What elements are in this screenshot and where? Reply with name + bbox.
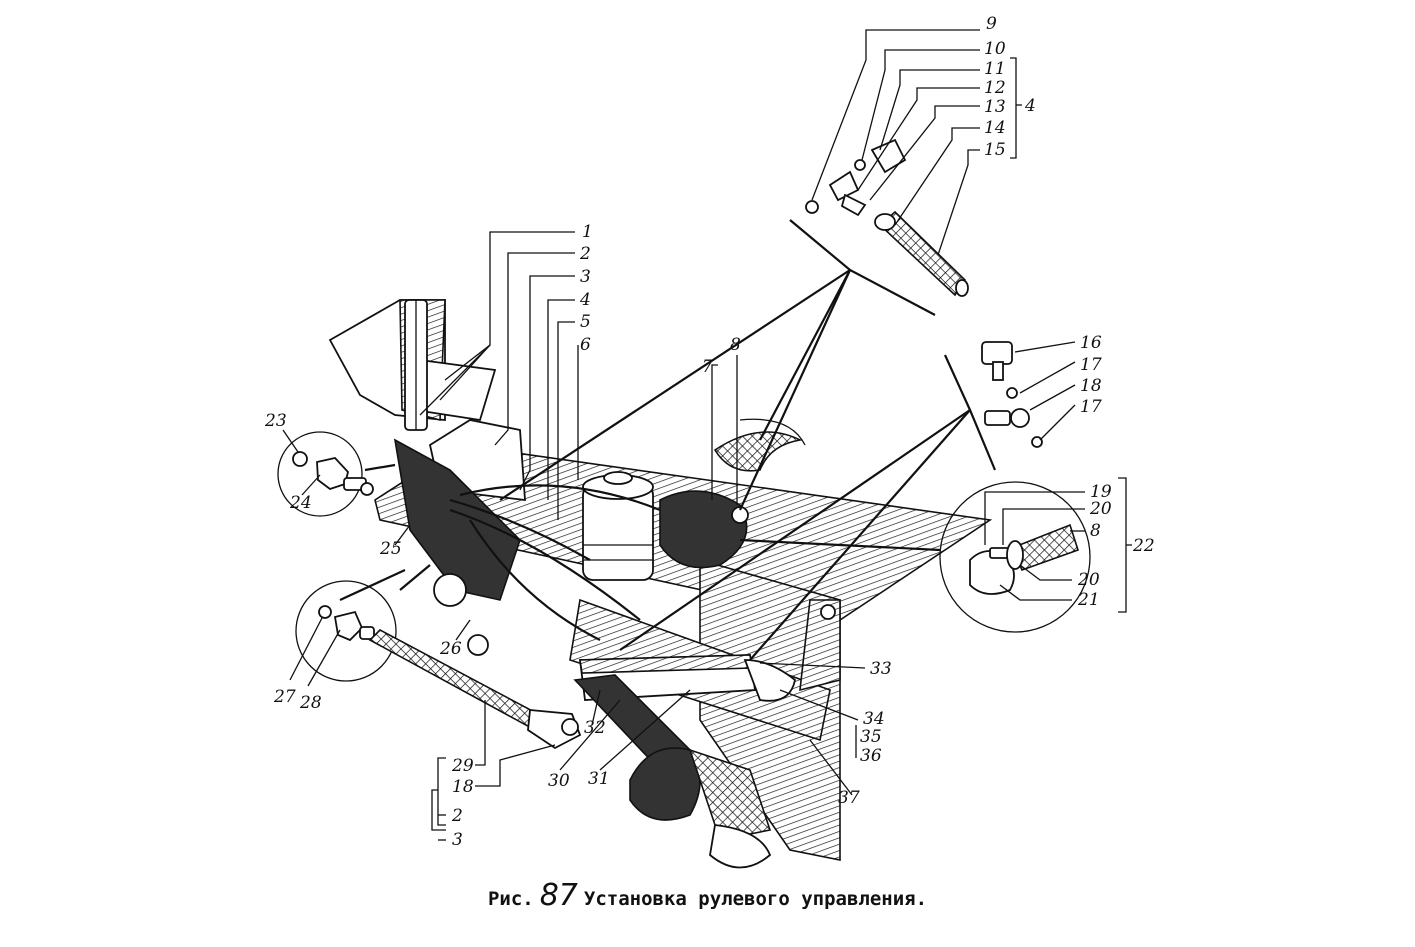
label-32: 32 (584, 718, 606, 738)
label-5: 5 (580, 312, 591, 332)
label-37: 37 (838, 788, 860, 808)
label-3: 3 (580, 267, 591, 287)
label-3b: 3 (452, 830, 463, 850)
label-35: 35 (860, 727, 882, 747)
caption-prefix: Рис. (487, 888, 534, 910)
label-6: 6 (580, 335, 591, 355)
label-30: 30 (548, 771, 570, 791)
label-4b: 4 (1024, 96, 1036, 116)
label-14: 14 (984, 118, 1006, 138)
inset-23-24 (277, 431, 374, 517)
label-17b: 17 (1080, 397, 1102, 417)
label-18b: 18 (452, 777, 474, 797)
label-25: 25 (379, 539, 402, 559)
label-36: 36 (860, 746, 882, 766)
label-2: 2 (579, 244, 591, 264)
label-33: 33 (870, 659, 892, 679)
caption-text: Установка рулевого управления. (583, 888, 928, 910)
label-21: 21 (1077, 590, 1100, 610)
label-19: 19 (1090, 482, 1112, 502)
label-26: 26 (439, 639, 462, 659)
label-10: 10 (984, 39, 1006, 59)
label-9: 9 (986, 14, 997, 34)
label-1: 1 (582, 222, 593, 242)
callout-sectors (339, 219, 997, 661)
label-31: 31 (588, 769, 610, 789)
caption-number: 87 (539, 878, 578, 913)
label-20: 20 (1089, 499, 1112, 519)
label-12: 12 (984, 78, 1006, 98)
main-assembly (328, 299, 993, 869)
label-8b: 8 (1090, 521, 1101, 541)
hose-29 (368, 629, 582, 750)
label-34: 34 (863, 709, 885, 729)
label-16: 16 (1080, 333, 1102, 353)
part-labels: 1 2 3 4 5 6 7 8 9 10 11 12 13 14 15 4 16… (264, 14, 1155, 850)
label-7: 7 (702, 357, 713, 377)
label-2b: 2 (451, 806, 463, 826)
label-17: 17 (1080, 355, 1102, 375)
label-4: 4 (579, 290, 591, 310)
label-18: 18 (1080, 376, 1102, 396)
inset-19-21 (939, 481, 1091, 633)
leader-lines (282, 29, 1132, 841)
label-13: 13 (984, 97, 1006, 117)
label-22: 22 (1132, 536, 1155, 556)
label-24: 24 (289, 493, 312, 513)
label-27: 27 (273, 687, 296, 707)
exploded-parts-16-18 (981, 341, 1043, 448)
exploded-parts-9-15 (805, 138, 969, 297)
label-8: 8 (730, 335, 741, 355)
label-28: 28 (299, 693, 322, 713)
label-15: 15 (984, 140, 1006, 160)
inset-27-28 (295, 580, 397, 682)
label-29: 29 (451, 756, 474, 776)
label-11: 11 (984, 59, 1006, 79)
label-23: 23 (264, 411, 287, 431)
label-20b: 20 (1077, 570, 1100, 590)
